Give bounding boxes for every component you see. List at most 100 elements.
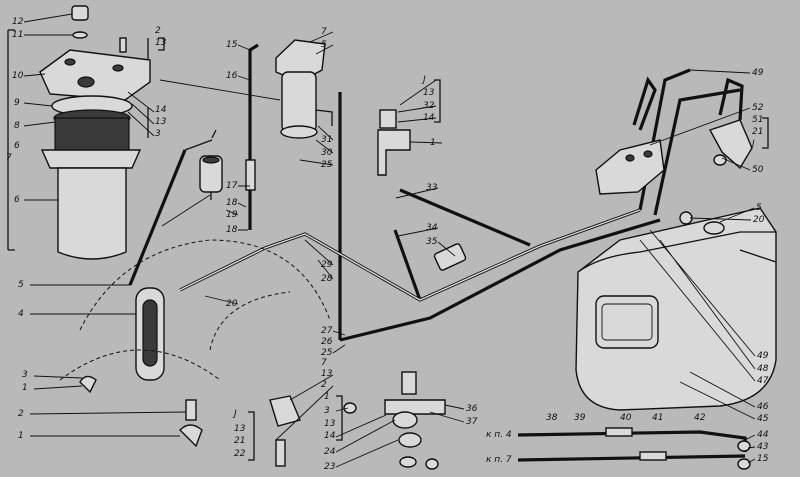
callout-label-l40: 40 <box>620 413 632 423</box>
callout-label-l3b: 3 <box>22 370 28 380</box>
sediment-filter <box>184 129 223 200</box>
callout-label-l44: 44 <box>757 430 769 440</box>
callout-label-l41: 41 <box>652 413 663 423</box>
coarse-fuel-filter <box>275 39 333 139</box>
return-fuel-line <box>339 218 661 342</box>
callout-label-l25b: 25 <box>321 348 333 358</box>
callout-label-l6b: 6 <box>14 195 20 205</box>
fuel-valve-cover <box>595 139 665 195</box>
callout-label-l35: 35 <box>426 237 438 247</box>
callout-label-l7b: 7 <box>321 27 327 37</box>
callout-label-l34: 34 <box>426 223 438 233</box>
callout-label-l15: 15 <box>226 40 238 50</box>
callout-label-l13f: 13 <box>324 419 336 429</box>
filter-washer <box>72 31 88 39</box>
callout-label-l8: 8 <box>14 121 20 131</box>
fuel-tank <box>575 207 777 411</box>
callout-label-l16: 16 <box>226 71 238 81</box>
callout-label-l1b: 1 <box>22 383 28 393</box>
filter-head <box>39 49 151 101</box>
callout-label-l29: 29 <box>321 260 333 270</box>
callout-label-l33: 33 <box>426 183 438 193</box>
callout-label-l6: 6 <box>14 141 20 151</box>
callout-label-l36: 36 <box>466 404 478 414</box>
filter-plug <box>71 5 89 21</box>
callout-label-l25: 25 <box>321 160 333 170</box>
callout-label-l7c: 7 <box>321 358 327 368</box>
callout-label-l5c: 5 <box>756 203 762 213</box>
fuel-pipe-15 <box>248 43 259 170</box>
callout-label-l32: 32 <box>423 101 435 111</box>
fuel-fitting <box>433 243 467 271</box>
callout-label-l3c: 3 <box>324 406 330 416</box>
callout-label-l23: 23 <box>324 462 336 472</box>
callout-label-l26: 26 <box>321 337 333 347</box>
callout-label-lJc: J <box>750 139 755 149</box>
callout-label-l14b: 14 <box>423 113 435 123</box>
callout-label-l3a: 3 <box>155 129 161 139</box>
filter-element <box>54 117 130 155</box>
callout-label-l49b: 49 <box>757 351 769 361</box>
callout-label-l14a: 14 <box>155 105 167 115</box>
callout-label-l27: 27 <box>321 326 333 336</box>
callout-label-l52: 52 <box>752 103 764 113</box>
callout-label-l21a: 21 <box>234 436 245 446</box>
callout-label-l12: 12 <box>12 17 24 27</box>
filter-housing <box>57 167 127 260</box>
callout-label-l21b: 21 <box>752 127 763 137</box>
callout-label-l49a: 49 <box>752 68 764 78</box>
callout-label-l7a: 7 <box>6 153 12 163</box>
filter-flange <box>40 149 142 169</box>
callout-label-l5a: 5 <box>321 40 327 50</box>
callout-label-l43: 43 <box>757 442 769 452</box>
callout-label-l30: 30 <box>321 148 333 158</box>
pipe-clip-51 <box>708 119 753 170</box>
callout-label-l13e: 13 <box>234 424 246 434</box>
callout-label-l1d: 1 <box>324 392 330 402</box>
fuel-line-left <box>128 149 187 286</box>
callout-label-lk7: к п. 7 <box>486 455 512 465</box>
callout-label-lk4: к п. 4 <box>486 430 512 440</box>
callout-label-l45: 45 <box>757 414 769 424</box>
callout-label-l13d: 13 <box>321 369 333 379</box>
clamp-bracket-1 <box>377 109 411 176</box>
callout-label-lJb: J <box>232 409 237 419</box>
callout-label-l2c: 2 <box>18 409 24 419</box>
callout-label-l14c: 14 <box>324 431 336 441</box>
tank-cap-panel <box>595 295 659 349</box>
callout-label-l38: 38 <box>546 413 558 423</box>
callout-label-l1c: 1 <box>18 431 24 441</box>
callout-labels: 121110986762131413315161718191875313025J… <box>6 17 769 472</box>
head-bolt <box>119 37 127 53</box>
tank-strap-bracket <box>135 287 165 381</box>
callout-label-lJa: J <box>421 75 426 85</box>
callout-label-l37: 37 <box>466 417 478 427</box>
callout-label-l42: 42 <box>694 413 706 423</box>
callout-label-l51: 51 <box>752 115 763 125</box>
callout-label-l2b: 2 <box>321 380 327 390</box>
callout-label-l13c: 13 <box>423 88 435 98</box>
callout-label-l19: 19 <box>226 210 238 220</box>
callout-label-l10: 10 <box>12 71 24 81</box>
callout-label-l17: 17 <box>226 181 238 191</box>
pipe-clamp-assembly <box>269 371 446 470</box>
callout-label-l1a: 1 <box>430 138 436 148</box>
callout-label-l2a: 2 <box>155 26 161 36</box>
tank-filler <box>703 221 725 235</box>
callout-label-l20a: 20 <box>226 299 238 309</box>
callout-label-l18b: 18 <box>226 225 238 235</box>
callout-label-l13b: 13 <box>155 117 167 127</box>
callout-label-l47: 47 <box>757 376 769 386</box>
callout-label-l22: 22 <box>234 449 246 459</box>
pipe-to-7 <box>517 454 746 462</box>
callout-label-l39: 39 <box>574 413 586 423</box>
callout-label-l50: 50 <box>752 165 764 175</box>
callout-label-l18a: 18 <box>226 198 238 208</box>
callout-label-l13a: 13 <box>155 38 167 48</box>
callout-label-l48: 48 <box>757 364 769 374</box>
callout-label-l9: 9 <box>14 98 20 108</box>
callout-label-l11: 11 <box>12 30 23 40</box>
callout-label-l24: 24 <box>324 447 336 457</box>
